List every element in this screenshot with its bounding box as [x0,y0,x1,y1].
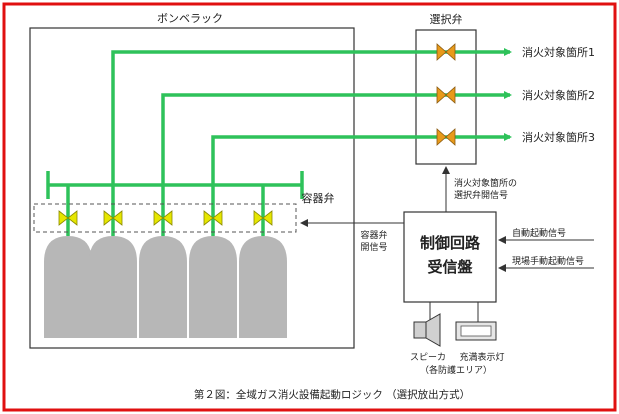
selector-signal-label-2: 選択弁開信号 [454,189,508,201]
selector-valve-box [415,29,477,165]
pipes [46,48,512,236]
pipe-route-1 [111,48,512,185]
container-valve-zone [33,203,297,233]
gas-cylinders [44,236,287,338]
manual-signal-label: 現場手動起動信号 [512,255,584,267]
indicator-lamp-icon [455,321,497,341]
container-valves [58,210,273,226]
speaker-label: スピーカ [410,352,446,363]
figure-caption: 第２図：全域ガス消火設備起動ロジック （選択放出方式） [194,388,470,401]
container-valve-3 [153,210,173,226]
cylinder-5 [239,236,287,338]
container-valve-4 [203,210,223,226]
container-valve-label: 容器弁 [302,191,335,205]
target-label-3: 消火対象箇所3 [522,130,595,144]
auto-signal-label: 自動起動信号 [512,227,566,239]
cylinder-4 [189,236,237,338]
target-label-1: 消火対象箇所1 [522,45,595,59]
container-signal-label-2: 開信号 [360,241,387,253]
pipe-route-3 [211,133,512,185]
selector-valve-3 [436,128,456,146]
speaker-icon [413,313,441,347]
rack-label: ボンベラック [157,12,223,25]
lamp-label: 充満表示灯 [459,351,504,363]
container-valve-2 [103,210,123,226]
container-valve-1 [58,210,78,226]
selector-signal-label-1: 消火対象箇所の [454,177,517,189]
target-label-2: 消火対象箇所2 [522,88,595,102]
selector-valves [436,43,456,146]
selector-valve-label: 選択弁 [430,12,463,26]
cylinder-2 [89,236,137,338]
panel-label-line1: 制御回路 [420,234,481,252]
container-signal-label-1: 容器弁 [360,229,387,241]
selector-valve-2 [436,86,456,104]
area-label: （各防護エリア） [420,364,492,376]
control-panel [403,211,497,303]
cylinder-3 [139,236,187,338]
container-valve-5 [253,210,273,226]
selector-valve-1 [436,43,456,61]
pipe-route-2 [161,91,512,185]
panel-label-line2: 受信盤 [427,258,473,276]
cylinder-1 [44,236,92,338]
